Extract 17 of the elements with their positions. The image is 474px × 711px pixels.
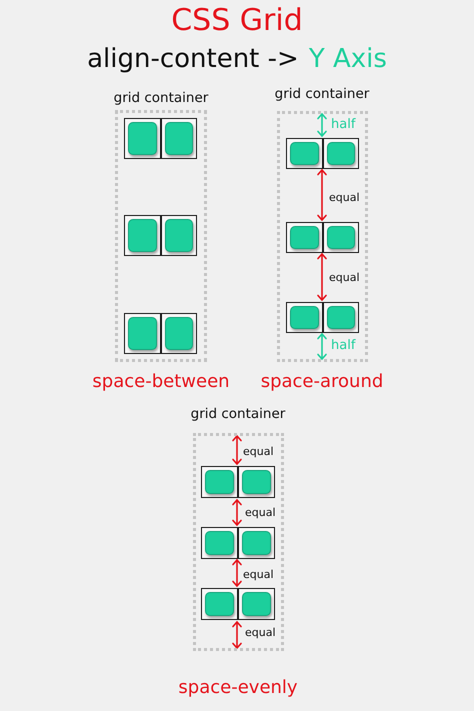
node-label: space-between — [92, 371, 230, 393]
subtitle: align-content -> — [87, 44, 299, 74]
spacing-label: equal — [243, 445, 274, 459]
spacing-label: equal — [245, 626, 276, 640]
container-heading: grid container — [190, 406, 286, 422]
container-heading: grid container — [114, 90, 208, 106]
spacing-label: equal — [243, 568, 274, 582]
node-label: space-evenly — [178, 677, 298, 699]
spacing-label: equal — [245, 506, 276, 520]
spacing-label: half — [331, 117, 356, 133]
title: CSS Grid — [171, 3, 303, 38]
container-heading: grid container — [274, 86, 370, 102]
node-label: space-around — [260, 371, 384, 393]
spacing-label: equal — [329, 191, 360, 205]
spacing-label: equal — [329, 271, 360, 285]
axis-label: Y Axis — [308, 44, 387, 74]
spacing-label: half — [331, 338, 356, 354]
